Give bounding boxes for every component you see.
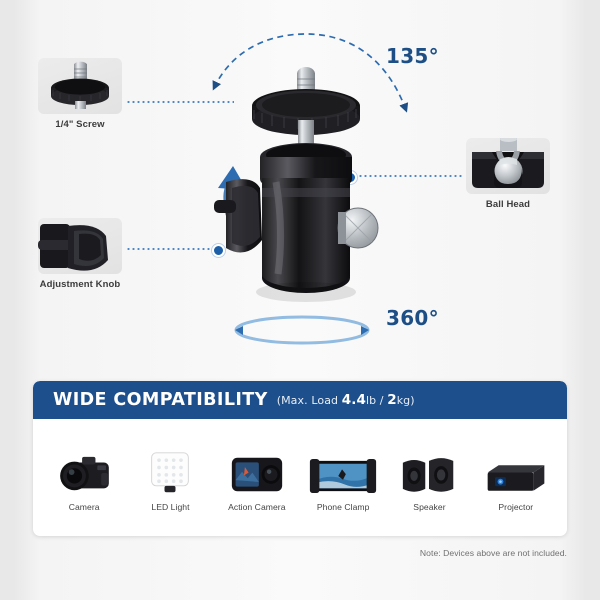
- device-item-led-light: LED Light: [128, 443, 212, 512]
- leader-screw: [126, 101, 234, 103]
- tilt-angle-label: 135°: [386, 44, 439, 68]
- max-load-close: ): [410, 394, 415, 407]
- quarter-inch-screw-icon: [38, 58, 122, 114]
- tilt-arc-path: [212, 33, 409, 113]
- device-item-speaker: Speaker: [387, 443, 471, 512]
- camera-icon: [53, 443, 115, 495]
- led-light-icon: [146, 443, 194, 495]
- max-load-text: (Max. Load 4.4lb / 2kg): [277, 392, 415, 408]
- action-camera-icon: [229, 443, 285, 495]
- callout-label-knob: Adjustment Knob: [39, 279, 121, 290]
- leader-knob: [126, 248, 220, 250]
- max-load-separator: /: [376, 394, 388, 407]
- max-load-open: (Max. Load: [276, 394, 342, 407]
- hero-section: 1/4" Screw Adjustment Knob: [38, 33, 550, 345]
- device-label-camera: Camera: [68, 502, 100, 512]
- device-label-led-light: LED Light: [151, 502, 190, 512]
- device-item-camera: Camera: [42, 443, 126, 512]
- speaker-icon: [401, 443, 457, 495]
- max-load-lb-value: 4.4: [341, 392, 366, 408]
- phone-clamp-icon: [308, 443, 378, 495]
- max-load-lb-unit: lb: [365, 394, 377, 407]
- disclaimer-note: Note: Devices above are not included.: [419, 548, 567, 558]
- max-load-kg-value: 2: [387, 392, 397, 408]
- product-illustration: [214, 67, 379, 302]
- device-list: Camera LED Light: [33, 419, 567, 536]
- device-label-speaker: Speaker: [413, 502, 446, 512]
- rotation-arrow-left: [235, 326, 243, 335]
- rotation-angle-label: 360°: [386, 306, 439, 330]
- device-label-projector: Projector: [498, 502, 534, 512]
- rotation-arrow-right: [361, 326, 369, 335]
- callout-quarter-inch-screw: 1/4" Screw: [38, 58, 122, 130]
- compatibility-card: WIDE COMPATIBILITY (Max. Load 4.4lb / 2k…: [33, 381, 567, 536]
- callout-ball-head: Ball Head: [466, 138, 550, 210]
- compatibility-header: WIDE COMPATIBILITY (Max. Load 4.4lb / 2k…: [33, 381, 567, 419]
- device-item-projector: Projector: [474, 443, 558, 512]
- callout-label-screw: 1/4" Screw: [55, 119, 105, 130]
- callout-adjustment-knob: Adjustment Knob: [38, 218, 122, 290]
- device-item-phone-clamp: Phone Clamp: [301, 443, 385, 512]
- projector-icon: [484, 443, 548, 495]
- adjustment-knob-icon: [38, 218, 122, 274]
- compatibility-title: WIDE COMPATIBILITY: [53, 390, 268, 410]
- device-item-action-camera: Action Camera: [215, 443, 299, 512]
- leader-ball: [348, 175, 464, 177]
- anchor-dot-knob: [212, 244, 225, 257]
- ball-head-icon: [466, 138, 550, 194]
- callout-label-ball-head: Ball Head: [485, 199, 531, 210]
- device-label-phone-clamp: Phone Clamp: [316, 502, 370, 512]
- max-load-kg-unit: kg: [396, 394, 411, 407]
- device-label-action-camera: Action Camera: [228, 502, 286, 512]
